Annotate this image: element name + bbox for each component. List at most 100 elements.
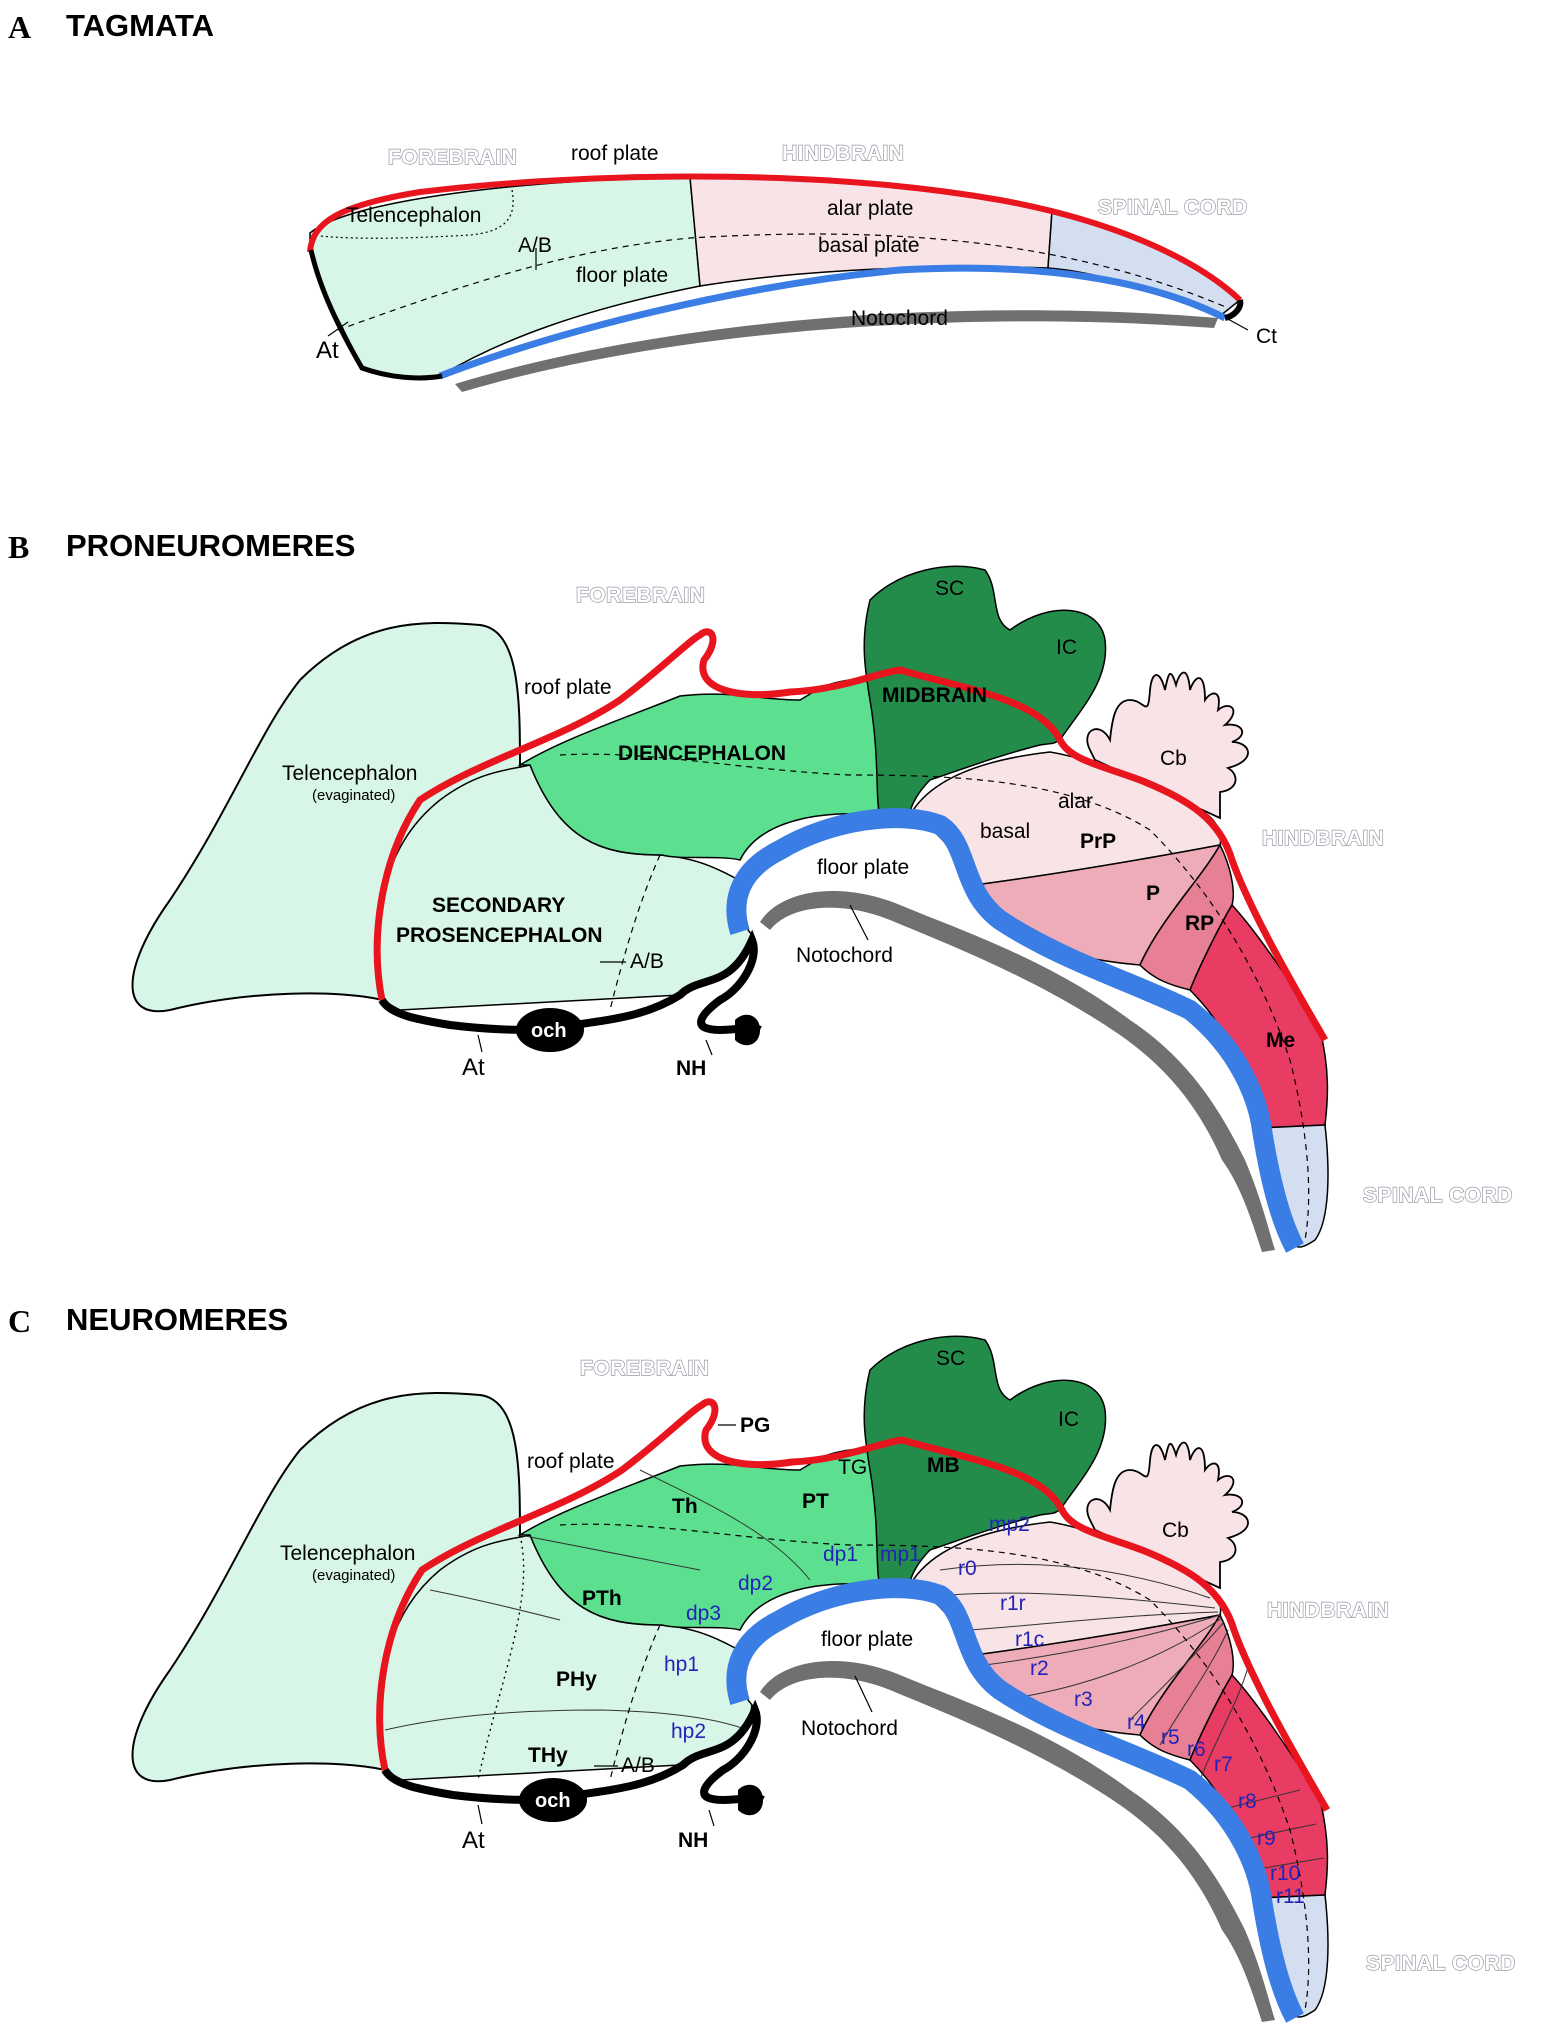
spinal-cord-region-a xyxy=(1047,210,1242,317)
telencephalon-label-a: Telencephalon xyxy=(346,204,481,227)
mb-label-c: MB xyxy=(927,1454,960,1477)
at-leader-c xyxy=(477,1804,483,1825)
pth-label-c: PTh xyxy=(582,1587,622,1610)
panel-a: A TAGMATA FOREBRAIN HINDBRAIN SPINAL COR… xyxy=(8,8,1277,392)
r0-label-c: r0 xyxy=(958,1557,977,1580)
panel-c-title: NEUROMERES xyxy=(66,1302,288,1337)
r1c-label-c: r1c xyxy=(1015,1628,1044,1651)
telencephalon-boundary-a xyxy=(319,189,514,239)
hindbrain-r5-r7-c xyxy=(1139,1613,1234,1761)
neurohypophysis-c xyxy=(738,1784,763,1816)
tg-label-c: TG xyxy=(838,1456,867,1479)
basal-label-b: basal xyxy=(980,820,1030,843)
hindbrain-label-c: HINDBRAIN xyxy=(1267,1599,1389,1622)
spinal-cord-label-a: SPINAL CORD xyxy=(1098,196,1248,219)
neurohypophysis-b xyxy=(735,1014,760,1046)
evaginated-label-c: (evaginated) xyxy=(312,1567,395,1584)
roof-plate-label-b: roof plate xyxy=(524,676,612,699)
r11-label-c: r11 xyxy=(1276,1885,1305,1908)
roof-plate-a xyxy=(307,173,1243,303)
dp1-label-c: dp1 xyxy=(823,1543,858,1566)
och-label-c: och xyxy=(535,1790,571,1812)
neuromere-boundaries-c xyxy=(384,1469,1325,1871)
p-label-b: P xyxy=(1146,882,1160,905)
forebrain-label-c: FOREBRAIN xyxy=(580,1357,709,1380)
at-label-c: At xyxy=(462,1827,485,1854)
secondary-label-b: SECONDARY xyxy=(432,894,565,917)
hp1-label-c: hp1 xyxy=(664,1653,699,1676)
cerebellum-c xyxy=(1086,1441,1249,1590)
ic-label-c: IC xyxy=(1058,1408,1079,1431)
pt-label-c: PT xyxy=(802,1490,829,1513)
alar-label-b: alar xyxy=(1058,790,1093,813)
nh-label-b: NH xyxy=(676,1057,706,1080)
at-label-b: At xyxy=(462,1054,485,1081)
panel-b-title: PRONEUROMERES xyxy=(66,528,355,563)
r6-label-c: r6 xyxy=(1187,1738,1206,1761)
notochord-a xyxy=(455,310,1218,392)
forebrain-label-b: FOREBRAIN xyxy=(576,584,705,607)
notochord-c xyxy=(760,1660,1275,2022)
optic-chiasm-c xyxy=(519,1778,587,1822)
pg-label-c: PG xyxy=(740,1414,770,1437)
notochord-label-b: Notochord xyxy=(796,944,893,967)
rostral-end-a xyxy=(308,249,443,381)
cerebellum-b xyxy=(1086,671,1249,820)
at-label-a: At xyxy=(316,337,339,364)
phy-label-c: PHy xyxy=(556,1668,597,1691)
spinal-cord-label-c: SPINAL CORD xyxy=(1366,1952,1516,1975)
notochord-b xyxy=(760,890,1275,1252)
ab-label-c: A/B xyxy=(621,1754,655,1777)
dp3-label-c: dp3 xyxy=(686,1602,721,1625)
prosencephalon-label-b: PROSENCEPHALON xyxy=(396,924,603,947)
roof-plate-label-c: roof plate xyxy=(527,1450,615,1473)
r1r-label-c: r1r xyxy=(1000,1592,1026,1615)
me-label-b: Me xyxy=(1266,1029,1295,1052)
floor-plate-label-c: floor plate xyxy=(821,1628,913,1651)
r9-label-c: r9 xyxy=(1257,1827,1276,1850)
mp1-label-c: mp1 xyxy=(880,1543,921,1566)
panel-c-letter: C xyxy=(8,1303,31,1339)
forebrain-label-a: FOREBRAIN xyxy=(388,146,517,169)
r4-label-c: r4 xyxy=(1127,1711,1146,1734)
evaginated-label-b: (evaginated) xyxy=(312,787,395,804)
floor-plate-b xyxy=(726,808,1304,1253)
och-label-b: och xyxy=(531,1020,567,1042)
basal-plate-label-a: basal plate xyxy=(818,234,920,257)
notochord-leader-c xyxy=(854,1675,873,1713)
panel-b: B PRONEUROMERES FOREBRAIN xyxy=(8,528,1513,1253)
thy-label-c: THy xyxy=(528,1744,568,1767)
ct-leader-a xyxy=(1225,317,1249,331)
hp2-label-c: hp2 xyxy=(671,1720,706,1743)
floor-plate-label-a: floor plate xyxy=(576,264,668,287)
r3-label-c: r3 xyxy=(1074,1688,1093,1711)
prp-label-b: PrP xyxy=(1080,830,1116,853)
notochord-label-c: Notochord xyxy=(801,1717,898,1740)
r5-label-c: r5 xyxy=(1161,1726,1180,1749)
roof-plate-label-a: roof plate xyxy=(571,142,659,165)
floor-plate-label-b: floor plate xyxy=(817,856,909,879)
optic-chiasm-b xyxy=(516,1008,584,1052)
ct-label-a: Ct xyxy=(1256,325,1277,348)
r7-label-c: r7 xyxy=(1214,1753,1233,1776)
telencephalon-label-b: Telencephalon xyxy=(282,762,417,785)
diencephalon-label-b: DIENCEPHALON xyxy=(618,742,786,765)
notochord-label-a: Notochord xyxy=(851,307,948,330)
r2-label-c: r2 xyxy=(1030,1657,1049,1680)
spinal-cord-label-b: SPINAL CORD xyxy=(1363,1184,1513,1207)
cb-label-c: Cb xyxy=(1162,1519,1189,1542)
hindbrain-label-b: HINDBRAIN xyxy=(1262,827,1384,850)
alar-basal-boundary-c xyxy=(559,1523,1310,2011)
caudal-end-a xyxy=(1224,299,1244,321)
r10-label-c: r10 xyxy=(1270,1862,1300,1885)
telencephalon-boundary-c xyxy=(477,1534,525,1781)
panel-a-title: TAGMATA xyxy=(66,8,214,43)
nh-leader-c xyxy=(708,1809,715,1827)
basal-contour-c xyxy=(381,1699,765,1805)
floor-plate-a xyxy=(438,264,1227,380)
ab-label-a: A/B xyxy=(518,234,552,257)
nh-label-c: NH xyxy=(678,1829,708,1852)
alar-basal-boundary-b xyxy=(559,753,1310,1241)
sc-label-b: SC xyxy=(935,577,964,600)
